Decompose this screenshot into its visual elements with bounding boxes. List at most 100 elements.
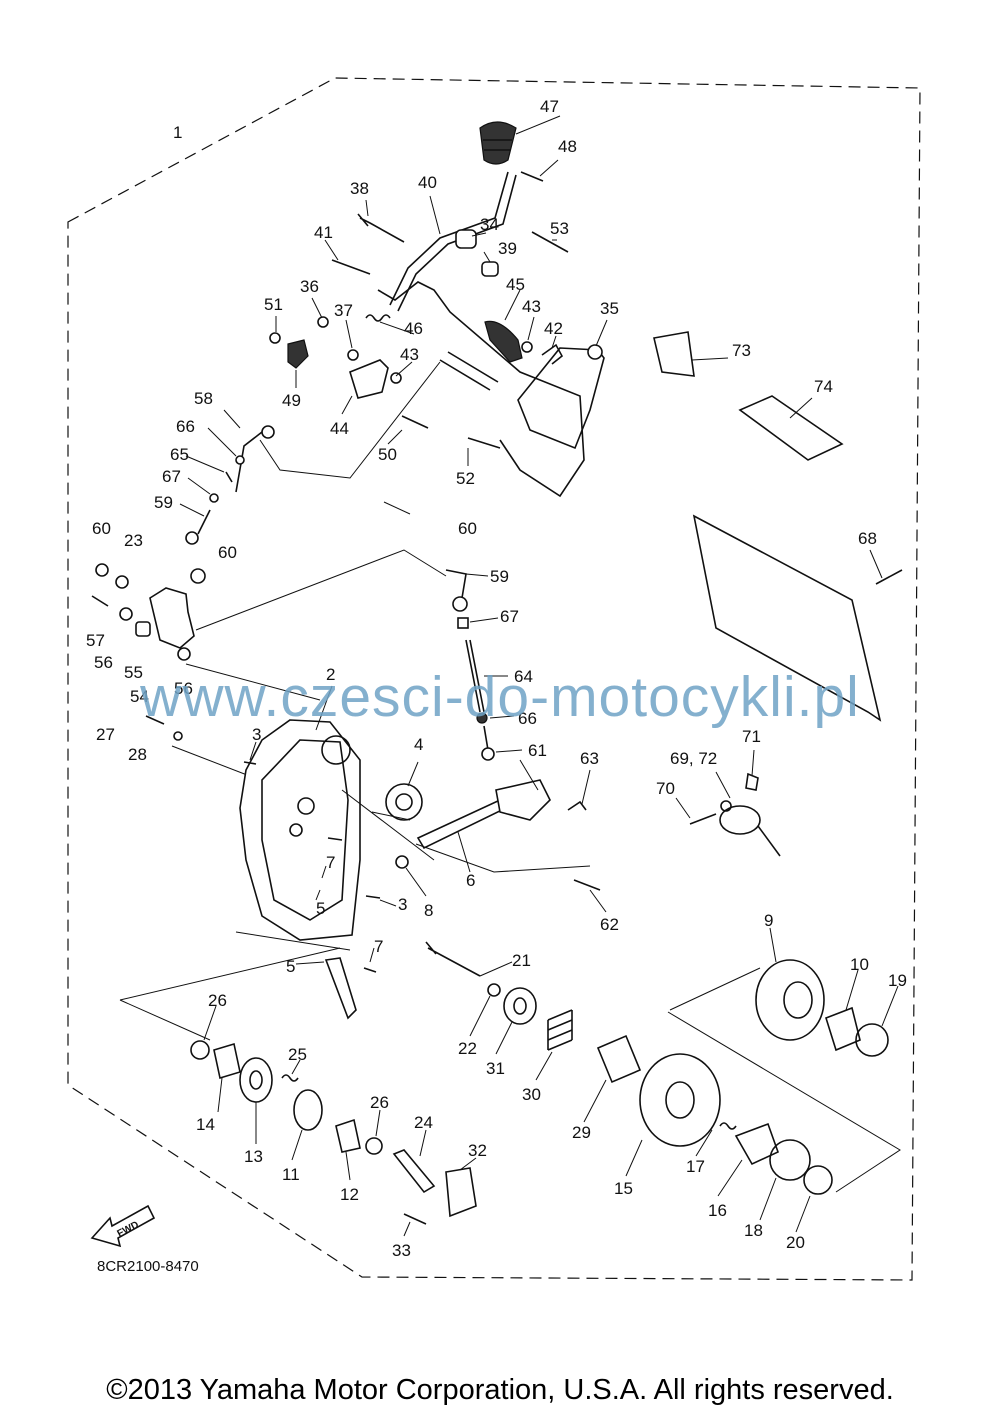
- shift-shaft-6: [416, 799, 508, 850]
- washer-23: [115, 575, 129, 589]
- dowel-3a: [243, 761, 257, 765]
- nut-51: [269, 332, 281, 344]
- shift-shaft-mid: [439, 351, 499, 391]
- rod-end-58: [235, 425, 275, 493]
- part-label: 43: [522, 297, 541, 316]
- fwd-arrow-icon: FWD: [90, 1204, 156, 1248]
- bolt-33: [403, 1213, 427, 1225]
- part-label: 26: [370, 1093, 389, 1112]
- bolt-70: [689, 813, 717, 825]
- part-label: 66: [176, 417, 195, 436]
- lever-5: [324, 957, 357, 1020]
- part-label: 50: [378, 445, 397, 464]
- part-label: 24: [414, 1113, 433, 1132]
- watermark: www.czesci-do-motocykli.pl: [140, 665, 860, 729]
- lever-45: [484, 320, 523, 363]
- leader-lines-decals: [691, 357, 883, 579]
- dowel-3b: [365, 895, 381, 899]
- part-labels: 1 2 3 3 4 5 5 6 7 7 8 9 10 11 12 13 14 1…: [86, 97, 907, 1260]
- part-label: 4: [414, 735, 423, 754]
- leader-lines-center: [465, 573, 523, 753]
- part-label: 37: [334, 301, 353, 320]
- part-label: 49: [282, 391, 301, 410]
- bearing-4: [385, 783, 423, 821]
- bolt-62: [573, 879, 601, 891]
- leader-lines-sensor: [675, 749, 755, 819]
- washer-56b: [177, 647, 191, 661]
- part-label: 44: [330, 419, 349, 438]
- part-label: 59: [154, 493, 173, 512]
- washer-56a: [119, 607, 133, 621]
- part-label: 18: [744, 1221, 763, 1240]
- part-label: 45: [506, 275, 525, 294]
- rod-end-59-left: [185, 509, 211, 545]
- rivet-68: [875, 569, 903, 585]
- leader-lines-housing: [249, 685, 435, 907]
- part-label: 15: [614, 1179, 633, 1198]
- clip-63: [567, 800, 587, 811]
- part-label: 51: [264, 295, 283, 314]
- part-label: 13: [244, 1147, 263, 1166]
- position-sensor: [719, 800, 781, 857]
- bolt-41: [331, 259, 371, 275]
- nut-37: [347, 349, 359, 361]
- bolt-53: [531, 231, 569, 253]
- part-label: 21: [512, 951, 531, 970]
- bolt-50: [401, 415, 429, 429]
- part-label: 32: [468, 1141, 487, 1160]
- part-label: 56: [174, 679, 193, 698]
- part-label: 47: [540, 97, 559, 116]
- bolt-57: [91, 595, 109, 607]
- part-label: 70: [656, 779, 675, 798]
- part-label: 67: [162, 467, 181, 486]
- part-label: 68: [858, 529, 877, 548]
- leader-lines-lower: [203, 927, 899, 1237]
- part-label: 3: [398, 895, 407, 914]
- nut-66-top: [235, 455, 245, 465]
- sleeve-29: [596, 1034, 642, 1084]
- part-label: 14: [196, 1115, 215, 1134]
- part-label: 8: [424, 901, 433, 920]
- part-label: 17: [686, 1157, 705, 1176]
- nut-43b: [390, 372, 402, 384]
- part-label: 10: [850, 955, 869, 974]
- part-label: 5: [316, 899, 325, 918]
- ratchet-16: [734, 1122, 779, 1166]
- part-label: 9: [764, 911, 773, 930]
- part-label: 74: [814, 377, 833, 396]
- part-label: 3: [252, 725, 261, 744]
- leader-lines-left: [179, 409, 241, 517]
- drawing-code: 8CR2100-8470: [97, 1258, 199, 1275]
- nut-71: [745, 772, 759, 791]
- part-label: 40: [418, 173, 437, 192]
- bushing-34: [455, 229, 477, 249]
- part-label: 30: [522, 1085, 541, 1104]
- spring-46: [365, 314, 391, 322]
- part-label: 41: [314, 223, 333, 242]
- circlip-36: [317, 316, 329, 328]
- part-label: 46: [404, 319, 423, 338]
- part-label: 54: [130, 687, 149, 706]
- part-label: 23: [124, 531, 143, 550]
- cup-31: [503, 987, 537, 1025]
- bearing-14: [213, 1042, 241, 1080]
- part-label: 5: [286, 957, 295, 976]
- part-label: 62: [600, 915, 619, 934]
- part-label: 20: [786, 1233, 805, 1252]
- spring-17: [719, 1122, 737, 1130]
- bolt-52: [467, 437, 501, 449]
- part-label: 36: [300, 277, 319, 296]
- plate-35: [517, 347, 605, 450]
- part-label: 55: [124, 663, 143, 682]
- washer-26b: [365, 1137, 383, 1155]
- copyright-notice: ©2013 Yamaha Motor Corporation, U.S.A. A…: [106, 1374, 894, 1406]
- part-label: 59: [490, 567, 509, 586]
- part-label: 57: [86, 631, 105, 650]
- case-housing: [239, 719, 361, 941]
- part-label: 60: [458, 519, 477, 538]
- lever-bracket: [377, 281, 585, 498]
- cover-panel-68: [692, 514, 882, 722]
- pin-35: [587, 344, 603, 360]
- part-label: 31: [486, 1059, 505, 1078]
